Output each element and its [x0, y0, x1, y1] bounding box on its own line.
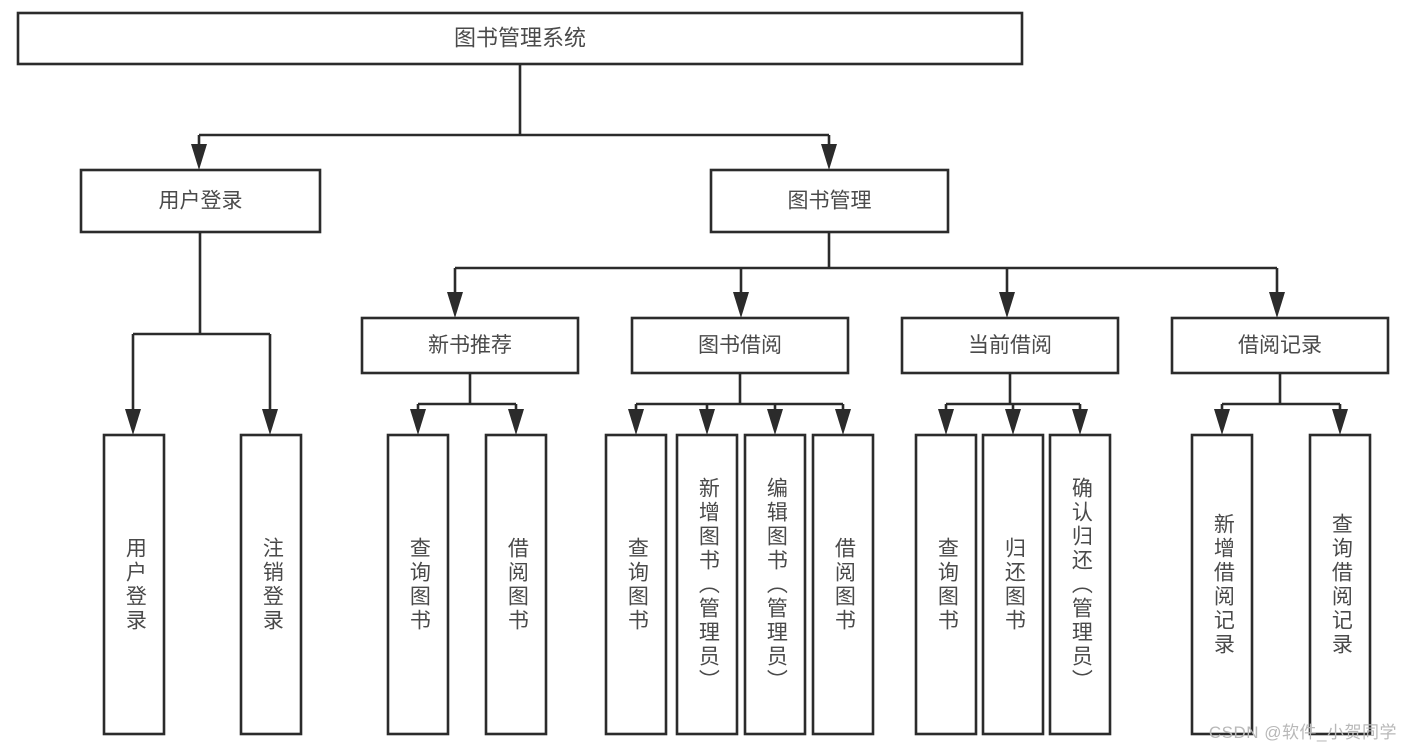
node-leaf-user-login[interactable]: [102, 433, 166, 736]
arrow-head-icon: [1214, 409, 1230, 435]
node-leaf-query-book-3-box[interactable]: [914, 433, 978, 736]
arrow-head-icon: [191, 144, 207, 170]
node-current-borrow[interactable]: 当前借阅: [900, 316, 1120, 375]
node-leaf-confirm-return-admin-box[interactable]: [1048, 433, 1112, 736]
arrow-head-icon: [125, 409, 141, 435]
node-new-book-recommend-box[interactable]: [360, 316, 580, 375]
watermark-text: CSDN @软件_小贺同学: [1208, 723, 1397, 742]
arrow-head-icon: [767, 409, 783, 435]
node-leaf-borrow-book-1-box[interactable]: [484, 433, 548, 736]
arrow-head-icon: [1269, 292, 1285, 318]
connector-user-login-to-leaves: [125, 232, 278, 435]
node-leaf-add-borrow-record[interactable]: [1190, 433, 1254, 736]
node-book-manage-label: 图书管理: [788, 190, 872, 213]
node-leaf-add-borrow-record-box[interactable]: [1190, 433, 1254, 736]
node-user-login[interactable]: 用户登录: [79, 168, 322, 234]
node-user-login-box[interactable]: [79, 168, 322, 234]
node-leaf-query-book-3[interactable]: [914, 433, 978, 736]
connector-recommend-to-leaves: [410, 373, 524, 435]
node-leaf-query-book-1[interactable]: [386, 433, 450, 736]
node-borrow-record-label: 借阅记录: [1238, 334, 1322, 357]
arrow-head-icon: [628, 409, 644, 435]
node-leaf-return-book-box[interactable]: [981, 433, 1045, 736]
node-leaf-confirm-return-admin[interactable]: [1048, 433, 1112, 736]
node-leaf-logout-login-box[interactable]: [239, 433, 303, 736]
node-borrow-record-box[interactable]: [1170, 316, 1390, 375]
connector-book-manage-to-level3: [447, 232, 1285, 318]
node-root-system-box[interactable]: [16, 11, 1024, 66]
node-user-login-label: 用户登录: [159, 190, 243, 213]
node-root-system[interactable]: 图书管理系统: [16, 11, 1024, 66]
arrow-head-icon: [835, 409, 851, 435]
node-leaf-query-borrow-record-box[interactable]: [1308, 433, 1372, 736]
node-book-manage-box[interactable]: [709, 168, 950, 234]
node-leaf-edit-book-admin-box[interactable]: [743, 433, 807, 736]
node-leaf-logout-login[interactable]: [239, 433, 303, 736]
arrow-head-icon: [1332, 409, 1348, 435]
node-book-borrow-label: 图书借阅: [698, 334, 782, 357]
connector-borrow-to-leaves: [628, 373, 851, 435]
node-current-borrow-label: 当前借阅: [968, 334, 1052, 357]
node-leaf-add-book-admin[interactable]: [675, 433, 739, 736]
arrow-head-icon: [1005, 409, 1021, 435]
node-leaf-borrow-book-1[interactable]: [484, 433, 548, 736]
node-leaf-query-book-2[interactable]: [604, 433, 668, 736]
arrow-head-icon: [262, 409, 278, 435]
node-book-borrow[interactable]: 图书借阅: [630, 316, 850, 375]
node-root-system-label: 图书管理系统: [454, 25, 586, 50]
node-leaf-query-book-2-box[interactable]: [604, 433, 668, 736]
arrow-head-icon: [410, 409, 426, 435]
node-borrow-record[interactable]: 借阅记录: [1170, 316, 1390, 375]
node-leaf-query-borrow-record[interactable]: [1308, 433, 1372, 736]
node-new-book-recommend-label: 新书推荐: [428, 334, 512, 357]
node-leaf-borrow-book-2-box[interactable]: [811, 433, 875, 736]
arrow-head-icon: [821, 144, 837, 170]
connector-layer: [125, 64, 1348, 435]
arrow-head-icon: [999, 292, 1015, 318]
arrow-head-icon: [733, 292, 749, 318]
arrow-head-icon: [447, 292, 463, 318]
node-book-manage[interactable]: 图书管理: [709, 168, 950, 234]
connector-record-to-leaves: [1214, 373, 1348, 435]
node-leaf-edit-book-admin[interactable]: [743, 433, 807, 736]
arrow-head-icon: [699, 409, 715, 435]
connector-current-to-leaves: [938, 373, 1088, 435]
node-leaf-user-login-box[interactable]: [102, 433, 166, 736]
node-new-book-recommend[interactable]: 新书推荐: [360, 316, 580, 375]
node-leaf-add-book-admin-box[interactable]: [675, 433, 739, 736]
connector-root-to-level2: [191, 64, 837, 170]
node-leaf-return-book[interactable]: [981, 433, 1045, 736]
arrow-head-icon: [508, 409, 524, 435]
arrow-head-icon: [1072, 409, 1088, 435]
arrow-head-icon: [938, 409, 954, 435]
node-leaf-query-book-1-box[interactable]: [386, 433, 450, 736]
node-current-borrow-box[interactable]: [900, 316, 1120, 375]
node-leaf-borrow-book-2[interactable]: [811, 433, 875, 736]
node-book-borrow-box[interactable]: [630, 316, 850, 375]
